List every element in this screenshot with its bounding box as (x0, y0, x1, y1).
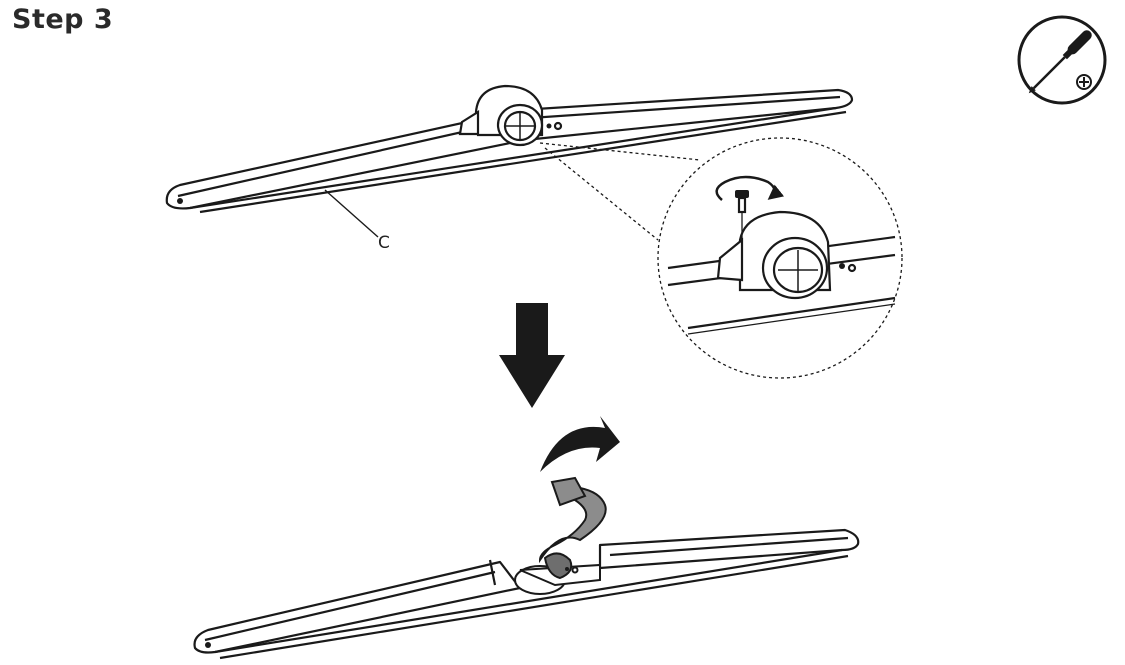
lower-bracket-open (514, 476, 607, 595)
zoom-callout (539, 137, 903, 379)
down-arrow-icon (499, 303, 565, 408)
lower-base-legs (193, 528, 860, 660)
leg-label-c: C (378, 233, 390, 253)
step-title: Step 3 (12, 4, 114, 35)
detail-view (667, 175, 896, 335)
upper-base-legs (165, 88, 854, 214)
upper-bracket (458, 84, 563, 147)
screwdriver-icon (1017, 15, 1107, 105)
rotate-arrow-icon (540, 416, 620, 472)
leader-line (324, 189, 379, 238)
